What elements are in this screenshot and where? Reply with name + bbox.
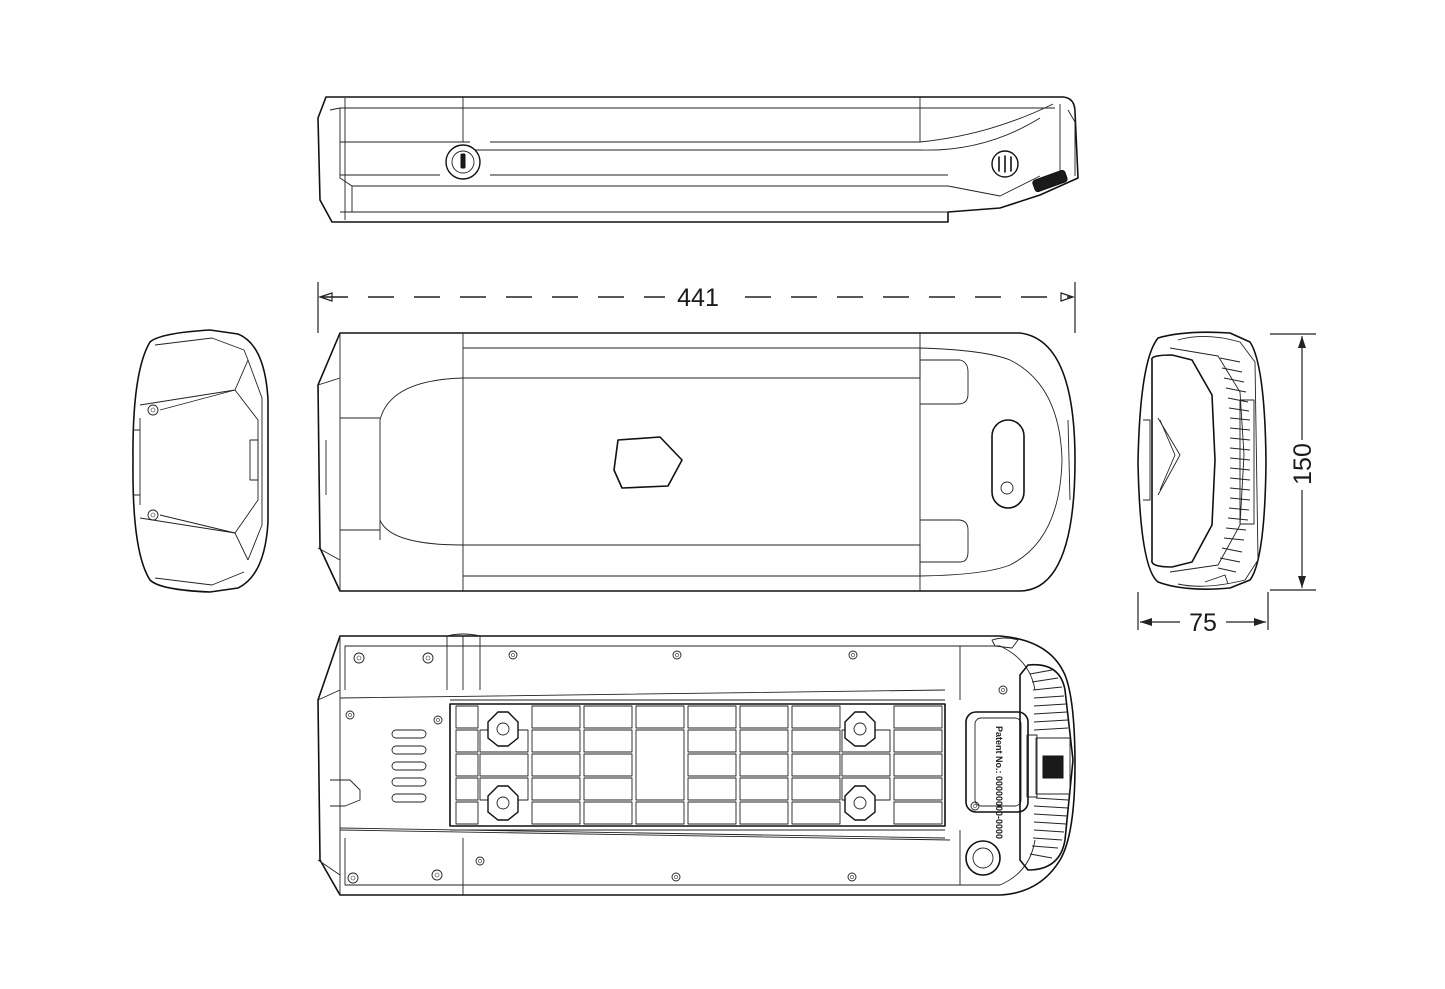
- vent-slots: [391, 729, 427, 803]
- width-dimension: 75: [1137, 592, 1269, 637]
- socket-icon: [965, 840, 1001, 876]
- left-end-view: [132, 329, 269, 593]
- top-view: [317, 332, 1076, 592]
- side-view: [317, 96, 1079, 223]
- height-dimension: 150: [1270, 333, 1317, 591]
- length-label: 441: [677, 284, 719, 312]
- length-dimension: 441: [317, 282, 1076, 333]
- mounting-plate: [449, 699, 946, 831]
- ribbed-grip: [1217, 357, 1251, 573]
- height-label: 150: [1289, 443, 1317, 485]
- right-end-view: [1137, 331, 1267, 590]
- end-grip: [1019, 663, 1074, 871]
- width-label: 75: [1189, 609, 1217, 637]
- mount-points: [487, 711, 876, 821]
- bottom-view: Patent No.: 00000000-0000: [317, 633, 1076, 896]
- patent-text: Patent No.: 00000000-0000: [994, 726, 1004, 839]
- patent-label: Patent No.: 00000000-0000: [965, 711, 1029, 839]
- screws: [345, 650, 1008, 884]
